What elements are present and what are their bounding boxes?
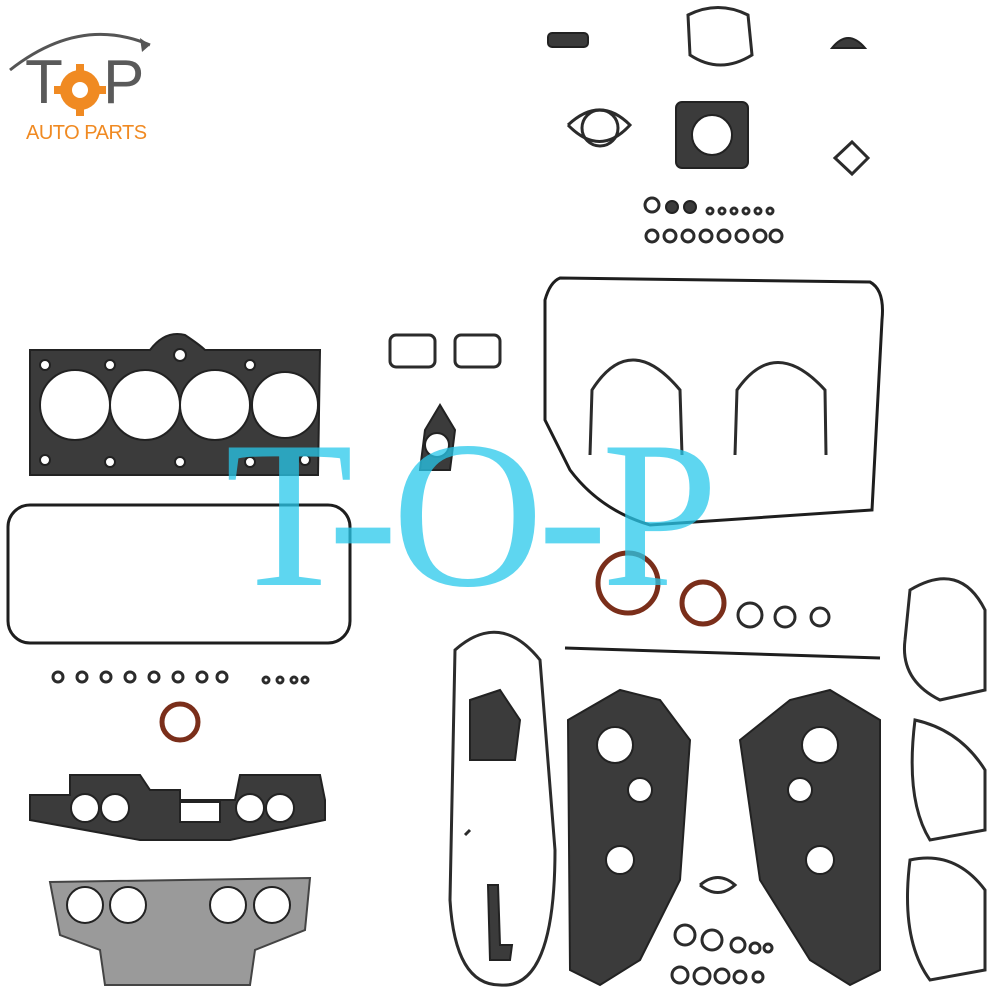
flange-gaskets-middle <box>388 333 502 471</box>
gear-icon <box>54 64 106 116</box>
misc-small-gaskets-top <box>547 6 871 177</box>
pump-gaskets-right <box>902 577 987 982</box>
valve-cover-gasket <box>6 503 352 645</box>
logo-letter-t: T <box>25 48 64 117</box>
brand-logo: T P AUTO PARTS <box>0 0 170 160</box>
loop-seal <box>448 630 557 987</box>
small-seals-bottom <box>670 876 774 986</box>
head-gasket <box>29 333 322 476</box>
watermark-text: T-O-P <box>225 399 718 631</box>
logo-subtitle: AUTO PARTS <box>26 122 147 144</box>
crankshaft-seals <box>564 550 881 660</box>
logo-letter-p: P <box>103 48 146 117</box>
seal-rows-top <box>643 196 784 244</box>
exhaust-manifold-gasket <box>48 876 312 986</box>
logo-arrow-swoosh <box>9 32 151 116</box>
oil-pan-gasket <box>543 276 884 527</box>
intake-manifold-gasket <box>29 774 326 841</box>
small-seals-left <box>51 670 310 743</box>
timing-cover-gaskets <box>463 688 881 987</box>
